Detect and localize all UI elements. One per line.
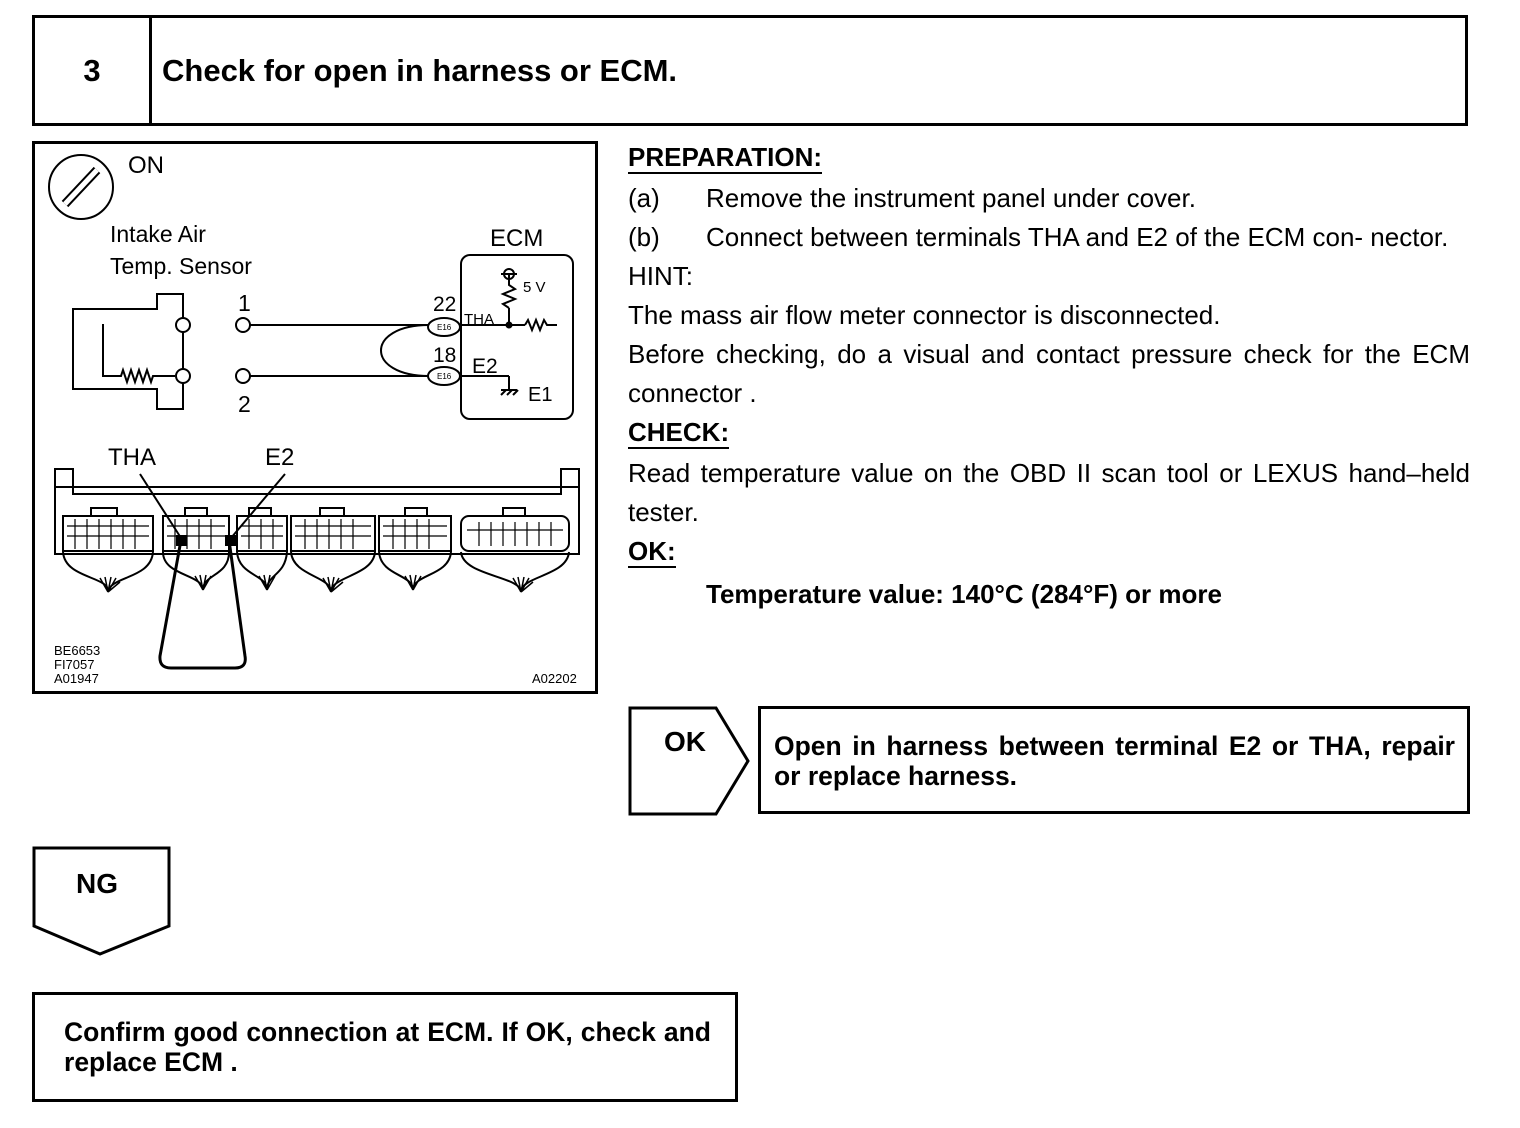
- ignition-label: ON: [128, 152, 164, 179]
- check-text: Read temperature value on the OBD II sca…: [628, 458, 1470, 527]
- connector-code-2: E16: [437, 372, 452, 381]
- sensor-label-line2: Temp. Sensor: [110, 253, 252, 279]
- prep-step-a: (a) Remove the instrument panel under co…: [628, 179, 1470, 218]
- ecm-label: ECM: [490, 225, 543, 252]
- ecm-box: [460, 254, 574, 420]
- step-number: 3: [35, 18, 152, 123]
- instructions: PREPARATION: (a) Remove the instrument p…: [628, 138, 1470, 614]
- ecm-pin-22: 22: [433, 293, 456, 316]
- ng-branch-label: NG: [76, 868, 118, 899]
- wiring-diagram: ON Intake Air Temp. Sensor ECM 1 2 22 18…: [32, 141, 598, 694]
- step-title: Check for open in harness or ECM.: [162, 52, 678, 88]
- ecm-terminal-e2: E2: [472, 355, 498, 378]
- ignition-switch-icon: [48, 154, 114, 220]
- ng-result-text: Confirm good connection at ECM. If OK, c…: [64, 1017, 711, 1077]
- prep-step-a-label: (a): [628, 183, 660, 213]
- connector-segments: [62, 507, 570, 552]
- figure-code: A02202: [532, 671, 577, 686]
- ref-code-2: FI7057: [54, 657, 94, 672]
- hint-heading: HINT:: [628, 261, 693, 291]
- check-heading: CHECK:: [628, 417, 730, 449]
- ng-result-box: Confirm good connection at ECM. If OK, c…: [32, 992, 738, 1102]
- ng-arrow-tag: [32, 846, 171, 956]
- ok-arrow-tag: [628, 706, 750, 816]
- ecm-pin-18: 18: [433, 344, 456, 367]
- hint-line-1: The mass air flow meter connector is dis…: [628, 300, 1221, 330]
- prep-step-b: (b) Connect between terminals THA and E2…: [628, 218, 1470, 257]
- sensor-pin-1: 1: [238, 290, 251, 316]
- connector-code-1: E16: [437, 323, 452, 332]
- ref-code-3: A01947: [54, 671, 99, 686]
- sensor-label-line1: Intake Air: [110, 221, 206, 247]
- ok-result-text: Open in harness between terminal E2 or T…: [774, 731, 1455, 791]
- ecm-terminal-tha: THA: [464, 311, 494, 328]
- ecm-voltage: 5 V: [523, 279, 546, 296]
- preparation-heading: PREPARATION:: [628, 142, 823, 174]
- prep-step-a-text: Remove the instrument panel under cover.: [706, 183, 1196, 213]
- prep-step-b-label: (b): [628, 222, 660, 252]
- ecm-terminal-e1: E1: [528, 384, 552, 406]
- sensor-body: [72, 293, 184, 410]
- jumper-wire: [380, 324, 430, 377]
- connector-label-tha: THA: [108, 444, 156, 471]
- step-header: 3 Check for open in harness or ECM.: [32, 15, 1468, 126]
- ok-specification: Temperature value: 140°C (284°F) or more: [706, 579, 1222, 609]
- ok-result-box: Open in harness between terminal E2 or T…: [758, 706, 1470, 814]
- ok-heading: OK:: [628, 536, 676, 568]
- sensor-pin-2: 2: [238, 391, 251, 417]
- ref-code-1: BE6653: [54, 643, 100, 658]
- prep-step-b-text: Connect between terminals THA and E2 of …: [706, 222, 1449, 252]
- ecm-connector: [54, 468, 580, 555]
- connector-label-e2: E2: [265, 444, 294, 471]
- ok-branch-label: OK: [664, 726, 706, 757]
- hint-line-2: Before checking, do a visual and contact…: [628, 339, 1470, 408]
- test-jumper: [158, 539, 247, 670]
- wiring-diagram-drawing: ON Intake Air Temp. Sensor ECM 1 2 22 18…: [48, 152, 580, 686]
